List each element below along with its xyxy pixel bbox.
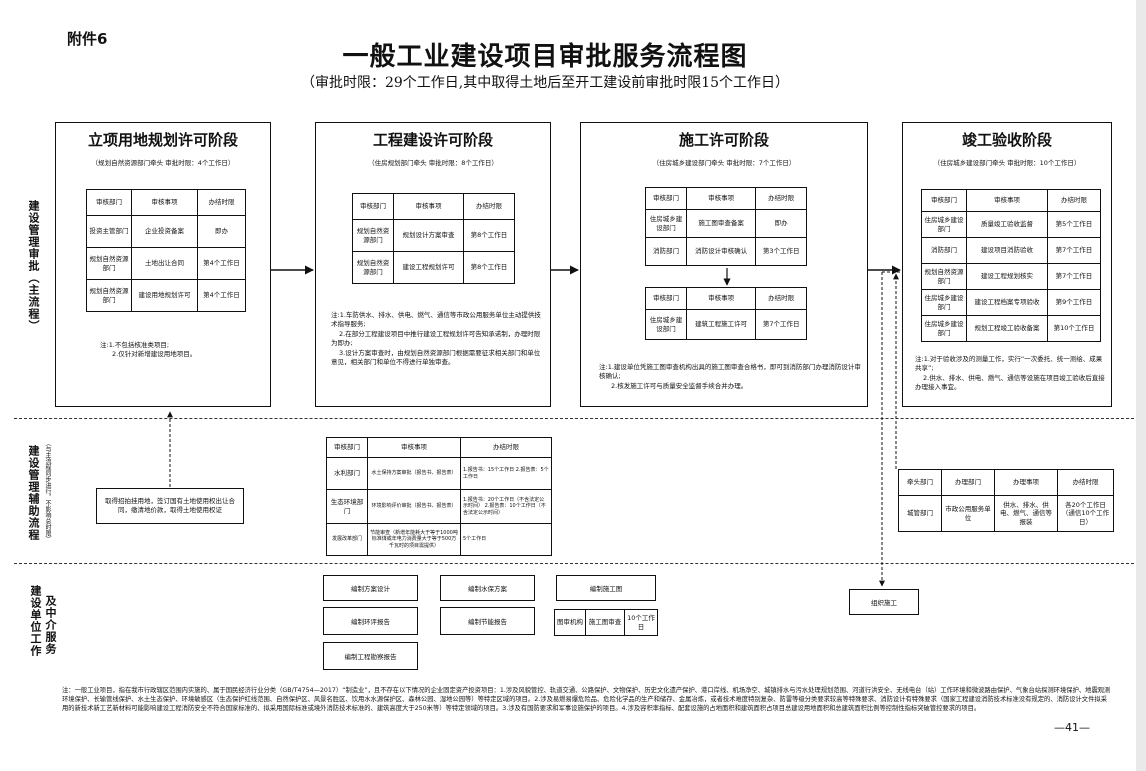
stage-table: 审核部门审核事项办结时限 规划自然资源部门规划设计方案审查第8个工作日 规划自然… — [352, 193, 516, 284]
stage-notes: 注:1.车防供水、排水、供电、燃气、通信等市政公用服务单位主动提供技术指导服务;… — [331, 311, 541, 367]
stage-subtitle: （规划自然资源部门牵头 审批时限：4个工作日） — [91, 159, 235, 167]
stage-table: 审核部门审核事项办结时限 住房城乡建设部门质量竣工验收监督第5个工作日 消防部门… — [921, 189, 1101, 342]
stage-title: 工程建设许可阶段 — [372, 131, 493, 149]
task-soil-conservation-plan: 编制水保方案 — [440, 575, 535, 601]
table-row: 住房城乡建设部门建设工程档案专项验收第9个工作日 — [921, 289, 1101, 316]
page-subtitle: （审批时限：29个工作日,其中取得土地后至开工建设前审批时限15个工作日） — [300, 75, 790, 91]
annex-label: 附件6 — [67, 30, 108, 48]
stage-table-2: 审核部门审核事项办结时限 住房城乡建设部门建筑工程施工许可第7个工作日 — [645, 287, 807, 340]
footnote: 注：一般工业项目，指在我市行政辖区范围内实施的、属于国民经济行业分类（GB/T4… — [62, 687, 1111, 713]
table-row: 住房城乡建设部门规划工程竣工验收备案第10个工作日 — [921, 315, 1101, 342]
table-row: 住房城乡建设部门质量竣工验收监督第5个工作日 — [921, 211, 1101, 238]
lane-main-label: 建设管理审批（主流程） — [27, 200, 40, 332]
aux-approval-table: 审核部门审核事项办结时限 水利部门水土保持方案审批（报告书、报告表）1.报告书：… — [326, 437, 552, 556]
lane-unit-label-a: 建设单位工作 — [29, 585, 42, 657]
task-energy-report: 编制节能报告 — [440, 607, 535, 635]
review-item: 施工图审查 — [585, 609, 625, 636]
stage-subtitle: （住房城乡建设部门牵头 审批时限：7个工作日） — [652, 159, 796, 167]
table-row: 消防部门建设项目消防验收第7个工作日 — [921, 237, 1101, 264]
stage-notes: 注:1.不包括核准类项目; 2.仅针对新增建设用地项目。 — [100, 341, 197, 359]
stage-title: 立项用地规划许可阶段 — [87, 131, 238, 149]
table-row: 规划自然资源部门土地出让合同第4个工作日 — [86, 247, 247, 280]
table-row: 投资主管部门企业投资备案即办 — [86, 215, 247, 248]
table-row: 城管部门市政公用服务单位供水、排水、供电、燃气、通信等报装各20个工作日（通信1… — [898, 495, 1114, 532]
stage-table: 审核部门审核事项办结时限 投资主管部门企业投资备案即办 规划自然资源部门土地出让… — [86, 189, 247, 312]
stage-table: 审核部门审核事项办结时限 住房城乡建设部门施工图审查备案即办 消防部门消防设计审… — [645, 187, 807, 266]
aux-utility-table: 牵头部门办理部门办理事项办结时限 城管部门市政公用服务单位供水、排水、供电、燃气… — [898, 469, 1114, 532]
table-header-cell: 办结时限 — [196, 189, 247, 216]
stage-title: 施工许可阶段 — [678, 131, 769, 149]
stage-build-permit: 施工许可阶段 （住房城乡建设部门牵头 审批时限：7个工作日） 审核部门审核事项办… — [580, 122, 868, 407]
task-eia-report: 编制环评报告 — [323, 607, 418, 635]
stage-subtitle: （住房规划部门牵头 审批时限：8个工作日） — [368, 159, 498, 167]
table-row: 规划自然资源部门建设工程规划核实第7个工作日 — [921, 263, 1101, 290]
page-title: 一般工业建设项目审批服务流程图 — [342, 42, 748, 72]
table-row: 规划自然资源部门建设用地规划许可第4个工作日 — [86, 279, 247, 312]
stage-notes: 注:1.建设单位凭施工图审查机构出具的施工图审查合格书，即可到消防部门办理消防设… — [599, 363, 861, 390]
drawing-review-row: 图审机构 施工图审查 10个工作日 — [554, 609, 658, 636]
lane-divider-2 — [14, 563, 1134, 564]
stage-land-planning: 立项用地规划许可阶段 （规划自然资源部门牵头 审批时限：4个工作日） 审核部门审… — [55, 122, 271, 407]
stage-construction-permit: 工程建设许可阶段 （住房规划部门牵头 审批时限：8个工作日） 审核部门审核事项办… — [315, 122, 551, 407]
table-row: 规划自然资源部门规划设计方案审查第8个工作日 — [352, 219, 516, 252]
review-time: 10个工作日 — [624, 609, 658, 636]
review-agency: 图审机构 — [554, 609, 586, 636]
stage-notes: 注:1.对于验收涉及的测量工作，实行“一次委托、统一测绘、成果共享”; 2.供水… — [915, 355, 1105, 392]
table-row: 住房城乡建设部门建筑工程施工许可第7个工作日 — [645, 309, 807, 340]
lane-aux-note: （与主流程同步进行，不影响总时限） — [44, 440, 51, 542]
table-row: 消防部门消防设计审核确认第3个工作日 — [645, 237, 807, 266]
table-row: 住房城乡建设部门施工图审查备案即办 — [645, 209, 807, 238]
task-organize-construction: 组织施工 — [849, 589, 919, 615]
stage-title: 竣工验收阶段 — [961, 131, 1052, 149]
stage-subtitle: （住房城乡建设部门牵头 审批时限：10个工作日） — [933, 159, 1081, 167]
task-survey-report: 编制工程勘察报告 — [323, 642, 418, 670]
table-row: 发展改革部门节能审查（新增年能耗大于等于1000吨标准煤或年电力消费量大于等于5… — [326, 523, 552, 556]
task-construction-drawings: 编制施工图 — [556, 575, 656, 601]
table-row: 规划自然资源部门建设工程规划许可第8个工作日 — [352, 251, 516, 284]
lane-unit-label-b: 及中介服务 — [44, 595, 57, 655]
page-number: —41— — [1054, 721, 1090, 734]
stage-completion: 竣工验收阶段 （住房城乡建设部门牵头 审批时限：10个工作日） 审核部门审核事项… — [902, 122, 1112, 407]
scrollbar-track[interactable] — [1136, 0, 1146, 771]
lane-divider-1 — [14, 418, 1134, 419]
lane-aux-label: 建设管理辅助流程 — [27, 445, 40, 541]
land-acquisition-box: 取得招拍挂用地，签订国有土地使用权出让合同，缴清地价款，取得土地使用权证 — [96, 488, 244, 524]
task-scheme-design: 编制方案设计 — [323, 575, 418, 601]
table-row: 水利部门水土保持方案审批（报告书、报告表）1.报告书：15个工作日 2.报告表：… — [326, 457, 552, 490]
